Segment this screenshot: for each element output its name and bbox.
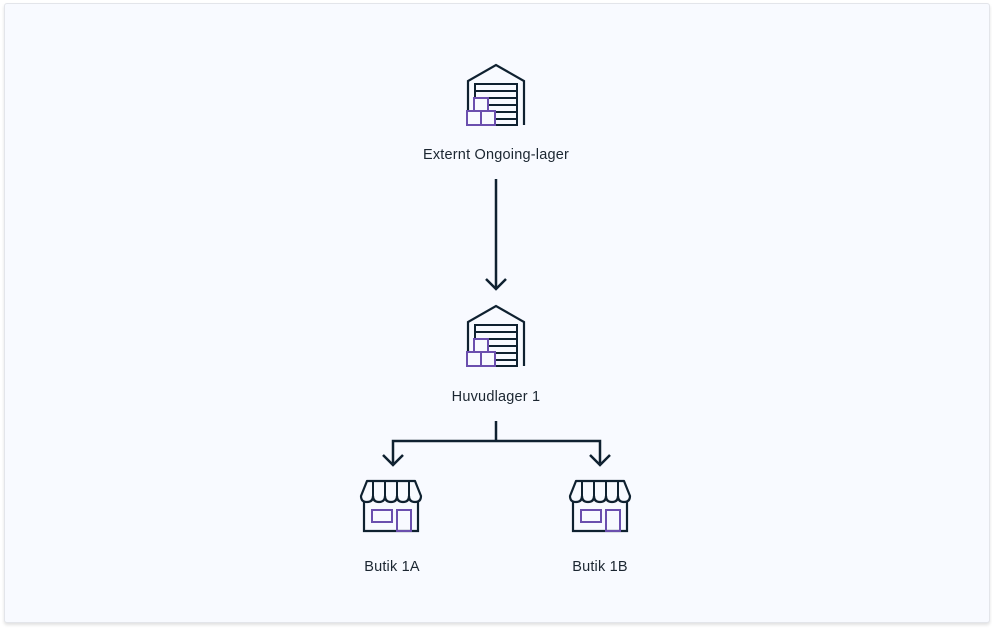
diagram-card: [4, 3, 990, 623]
edge-arrow: [485, 179, 507, 291]
node-label-store-b: Butik 1B: [572, 559, 628, 575]
node-label-external-warehouse: Externt Ongoing-lager: [422, 147, 570, 163]
warehouse-icon: [466, 63, 526, 126]
edge-branch: [382, 421, 611, 467]
store-icon: [359, 479, 423, 533]
store-icon: [568, 479, 632, 533]
node-label-store-a: Butik 1A: [364, 559, 420, 575]
node-label-main-warehouse: Huvudlager 1: [451, 389, 541, 405]
warehouse-icon: [466, 304, 526, 367]
